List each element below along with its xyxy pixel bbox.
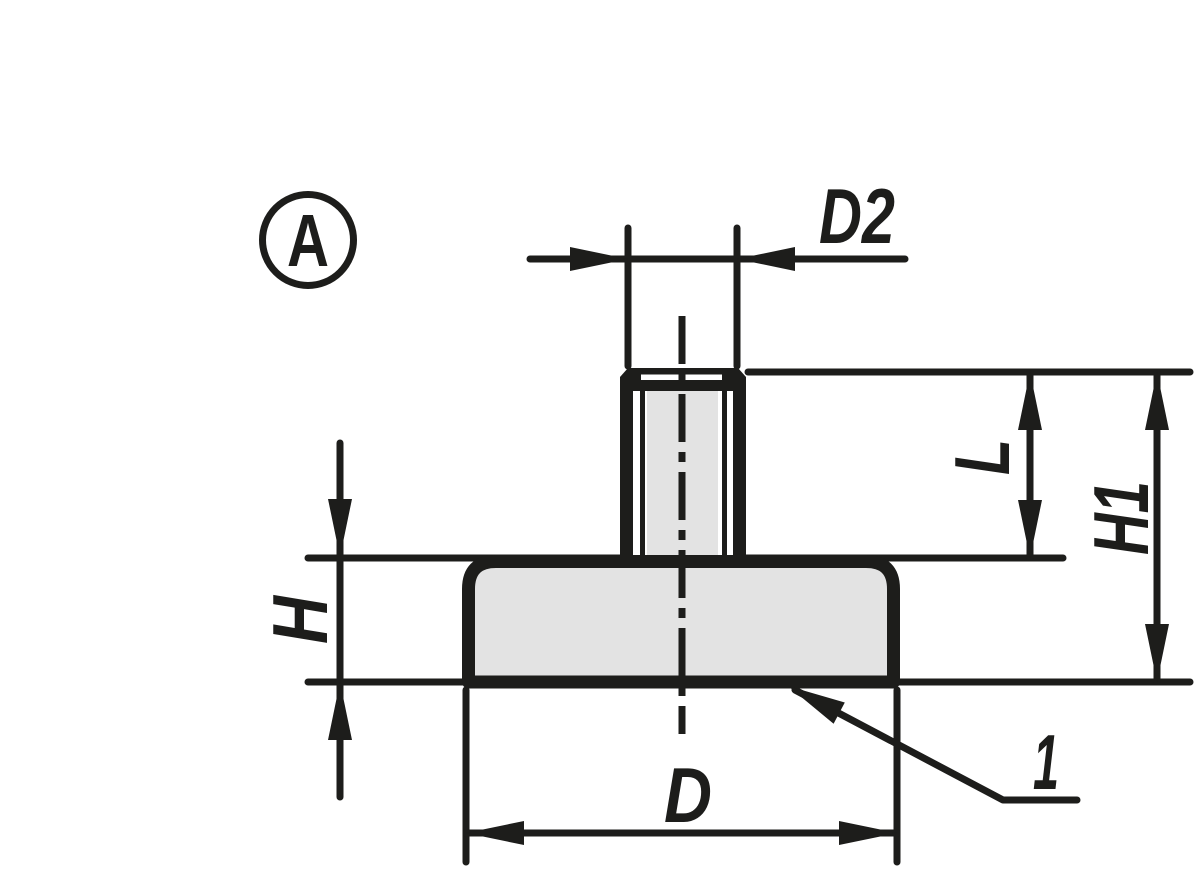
d2-arrowhead-right xyxy=(737,247,795,271)
d-arrowhead-right xyxy=(839,821,897,845)
d-dimension-label: D xyxy=(664,751,712,839)
l-dimension-label: L xyxy=(938,439,1026,475)
view-indicator-circle xyxy=(259,191,357,289)
stud-outline-walls xyxy=(620,378,746,560)
view-indicator-label: A xyxy=(287,199,329,282)
part-ref-leader-line xyxy=(791,686,1081,804)
h-arrowhead-bottom xyxy=(328,682,352,740)
threaded-stud xyxy=(620,368,746,560)
magnet-body xyxy=(462,555,900,689)
part-ref-leader-arrowhead xyxy=(788,686,845,724)
arrowhead-group xyxy=(328,247,1169,845)
dimension-label-group: D2 L H1 H D 1 xyxy=(256,172,1165,839)
thread-root-lines xyxy=(640,382,727,558)
h1-arrowhead-bottom xyxy=(1145,624,1169,682)
d2-arrowhead-left xyxy=(570,247,628,271)
d-arrowhead-left xyxy=(466,821,524,845)
d2-dimension-label: D2 xyxy=(819,172,895,260)
h1-arrowhead-top xyxy=(1145,372,1169,430)
part-ref-label: 1 xyxy=(1033,718,1059,806)
view-indicator: A xyxy=(259,191,357,289)
l-arrowhead-bottom xyxy=(1018,500,1042,558)
l-arrowhead-top xyxy=(1018,372,1042,430)
h-arrowhead-top xyxy=(328,499,352,557)
h-dimension-label: H xyxy=(256,595,344,644)
h1-dimension-label: H1 xyxy=(1077,481,1165,555)
